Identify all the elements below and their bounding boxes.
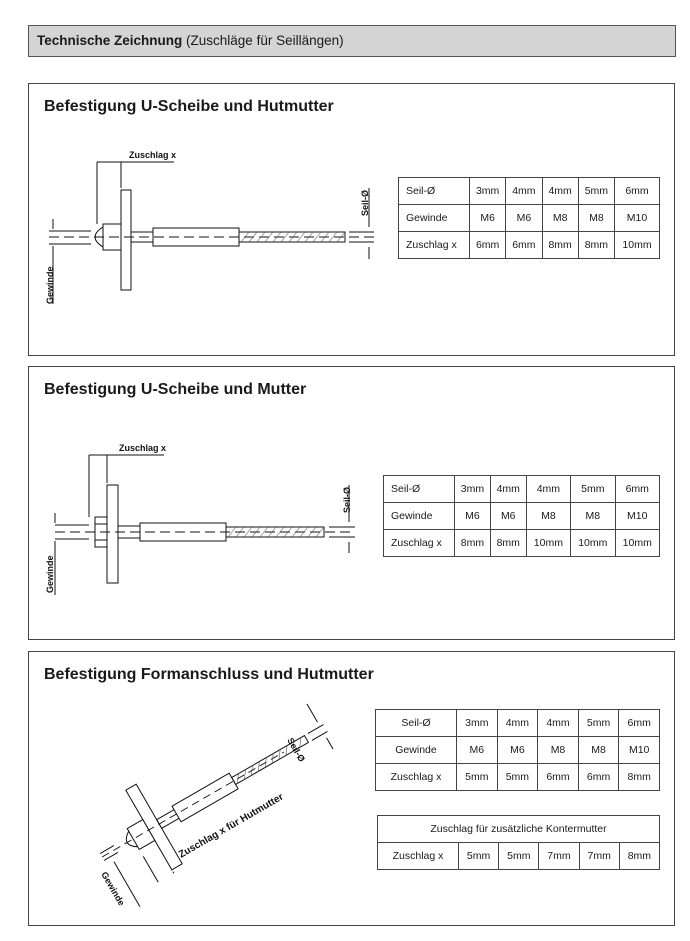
table-row: Gewinde M6 M6 M8 M8 M10 (375, 736, 660, 764)
cell: Gewinde (375, 736, 457, 764)
table-row: Zuschlag x 5mm 5mm 6mm 6mm 8mm (375, 763, 660, 791)
cell: 6mm (468, 231, 507, 259)
section-title: Befestigung U-Scheibe und Mutter (44, 381, 307, 398)
cell: M6 (505, 204, 543, 232)
cell: Gewinde (383, 502, 455, 530)
cell: Seil-Ø (398, 177, 470, 205)
cell: 7mm (578, 842, 620, 870)
cell: Zuschlag x (383, 529, 455, 557)
cell: M10 (614, 204, 660, 232)
spec-table: Seil-Ø 3mm 4mm 4mm 5mm 6mm Gewinde M6 M6… (398, 177, 660, 259)
cell: 5mm (498, 842, 540, 870)
spec-table: Seil-Ø 3mm 4mm 4mm 5mm 6mm Gewinde M6 M6… (383, 475, 661, 557)
table-row: Zuschlag x 6mm 6mm 8mm 8mm 10mm (398, 231, 660, 259)
cell: 7mm (538, 842, 580, 870)
cell: 8mm (489, 529, 527, 557)
table-row: Zuschlag x 5mm 5mm 7mm 7mm 8mm (377, 842, 661, 870)
header-subtitle: (Zuschläge für Seillängen) (182, 33, 344, 48)
cell: Seil-Ø (375, 709, 457, 737)
cell: M6 (496, 736, 539, 764)
cell: Zuschlag x (398, 231, 470, 259)
cell: M8 (577, 736, 620, 764)
cell: 6mm (537, 763, 579, 791)
table-row: Seil-Ø 3mm 4mm 4mm 5mm 6mm (383, 475, 661, 503)
label-gewinde: Gewinde (45, 266, 55, 304)
technical-drawing-3: Zuschlag x für Hutmutter Seil-Ø Gewinde (99, 703, 334, 907)
label-zuschlag: Zuschlag x (119, 443, 166, 453)
cell: 5mm (577, 709, 620, 737)
cell: 6mm (618, 709, 660, 737)
cell: 4mm (496, 709, 539, 737)
cell: 10mm (570, 529, 616, 557)
header-title: Technische Zeichnung (37, 33, 183, 48)
cell: M6 (489, 502, 527, 530)
table-row: Zuschlag x 8mm 8mm 10mm 10mm 10mm (383, 529, 661, 557)
cell: 6mm (505, 231, 543, 259)
table-row: Gewinde M6 M6 M8 M8 M10 (383, 502, 661, 530)
cell: 4mm (505, 177, 543, 205)
section-title: Befestigung U-Scheibe und Hutmutter (44, 98, 334, 115)
cell: Zuschlag x (375, 763, 457, 791)
cell: M6 (468, 204, 507, 232)
cell: 8mm (618, 763, 660, 791)
section-title: Befestigung Formanschluss und Hutmutter (44, 666, 374, 683)
cell: M10 (618, 736, 660, 764)
cell: Zuschlag x (377, 842, 459, 870)
cell: 10mm (614, 529, 661, 557)
cell: 8mm (454, 529, 491, 557)
label-zuschlag: Zuschlag x (129, 150, 176, 160)
cell: M8 (541, 204, 579, 232)
cell: 6mm (614, 475, 661, 503)
technical-drawing-2: Zuschlag x Seil-Ø Gewinde (45, 443, 355, 595)
label-seil: Seil-Ø (285, 736, 307, 764)
cell: 4mm (525, 475, 572, 503)
table-row: Zuschlag für zusätzliche Kontermutter (377, 815, 660, 843)
spec-table: Seil-Ø 3mm 4mm 4mm 5mm 6mm Gewinde M6 M6… (375, 709, 660, 791)
section-hutmutter: Befestigung U-Scheibe und Hutmutter (28, 83, 675, 356)
cell: 8mm (541, 231, 579, 259)
cell: M8 (570, 502, 616, 530)
technical-drawing-1: Zuschlag x Seil-Ø Gewinde (45, 150, 375, 304)
cell: 3mm (454, 475, 491, 503)
cell: 5mm (456, 763, 498, 791)
kontermutter-table: Zuschlag für zusätzliche Kontermutter Zu… (377, 815, 661, 870)
cell: M8 (577, 204, 616, 232)
label-seil: Seil-Ø (342, 487, 352, 513)
table-row: Gewinde M6 M6 M8 M8 M10 (398, 204, 660, 232)
cell: 4mm (489, 475, 527, 503)
page-header: Technische Zeichnung (Zuschläge für Seil… (28, 25, 676, 57)
cell: 4mm (537, 709, 579, 737)
cell: 6mm (577, 763, 620, 791)
cell: 6mm (614, 177, 660, 205)
cell: 8mm (618, 842, 661, 870)
cell: M10 (614, 502, 661, 530)
cell: 5mm (570, 475, 616, 503)
cell: 5mm (457, 842, 500, 870)
section-mutter: Befestigung U-Scheibe und Mutter (28, 366, 675, 640)
label-seil: Seil-Ø (360, 190, 370, 216)
table-row: Seil-Ø 3mm 4mm 4mm 5mm 6mm (398, 177, 660, 205)
label-gewinde: Gewinde (45, 555, 55, 593)
cell: Seil-Ø (383, 475, 455, 503)
cell: 10mm (525, 529, 572, 557)
cell: 3mm (468, 177, 507, 205)
cell: 10mm (614, 231, 660, 259)
cell: 5mm (496, 763, 539, 791)
table-row: Seil-Ø 3mm 4mm 4mm 5mm 6mm (375, 709, 660, 737)
cell: 4mm (541, 177, 579, 205)
table-title: Zuschlag für zusätzliche Kontermutter (377, 815, 660, 843)
cell: M6 (454, 502, 491, 530)
cell: M8 (537, 736, 579, 764)
cell: Gewinde (398, 204, 470, 232)
section-formanschluss: Befestigung Formanschluss und Hutmutter (28, 651, 675, 926)
cell: 5mm (577, 177, 616, 205)
cell: 3mm (456, 709, 498, 737)
cell: M6 (456, 736, 498, 764)
cell: 8mm (577, 231, 616, 259)
cell: M8 (525, 502, 572, 530)
